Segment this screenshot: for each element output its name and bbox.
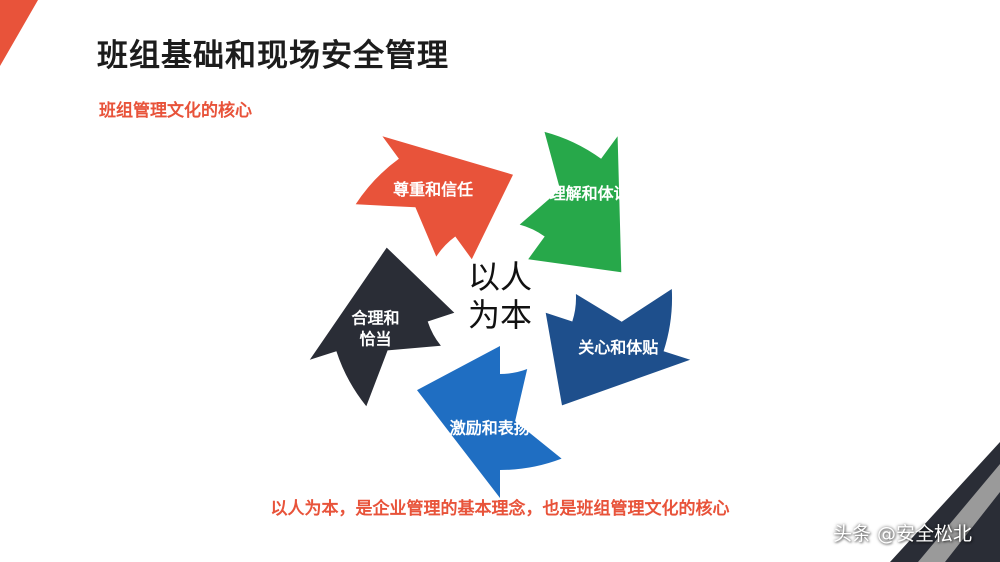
cycle-label-2: 理解和体谅 bbox=[550, 184, 630, 203]
cycle-arrow-2 bbox=[519, 131, 622, 273]
cycle-label-4: 激励和表扬 bbox=[450, 419, 530, 438]
page-subtitle: 班组管理文化的核心 bbox=[99, 101, 252, 121]
cycle-arrow-5 bbox=[309, 247, 455, 407]
cycle-arrow-3 bbox=[545, 289, 691, 406]
cycle-label-5: 合理和恰当 bbox=[351, 308, 399, 348]
cycle-label-1: 尊重和信任 bbox=[393, 180, 473, 199]
page-title: 班组基础和现场安全管理 bbox=[97, 38, 449, 74]
watermark-text: 头条 @安全松北 bbox=[832, 523, 972, 545]
cycle-arrow-1 bbox=[355, 136, 513, 260]
caption-text: 以人为本，是企业管理的基本理念，也是班组管理文化的核心 bbox=[270, 499, 730, 519]
center-label-line1: 以人 bbox=[468, 258, 532, 296]
cycle-arrow-4 bbox=[417, 346, 562, 498]
corner-decoration-top-left bbox=[0, 0, 38, 66]
center-label-line2: 为本 bbox=[468, 296, 532, 334]
cycle-label-3: 关心和体贴 bbox=[578, 338, 658, 357]
corner-decoration-bottom-right bbox=[890, 442, 1000, 562]
